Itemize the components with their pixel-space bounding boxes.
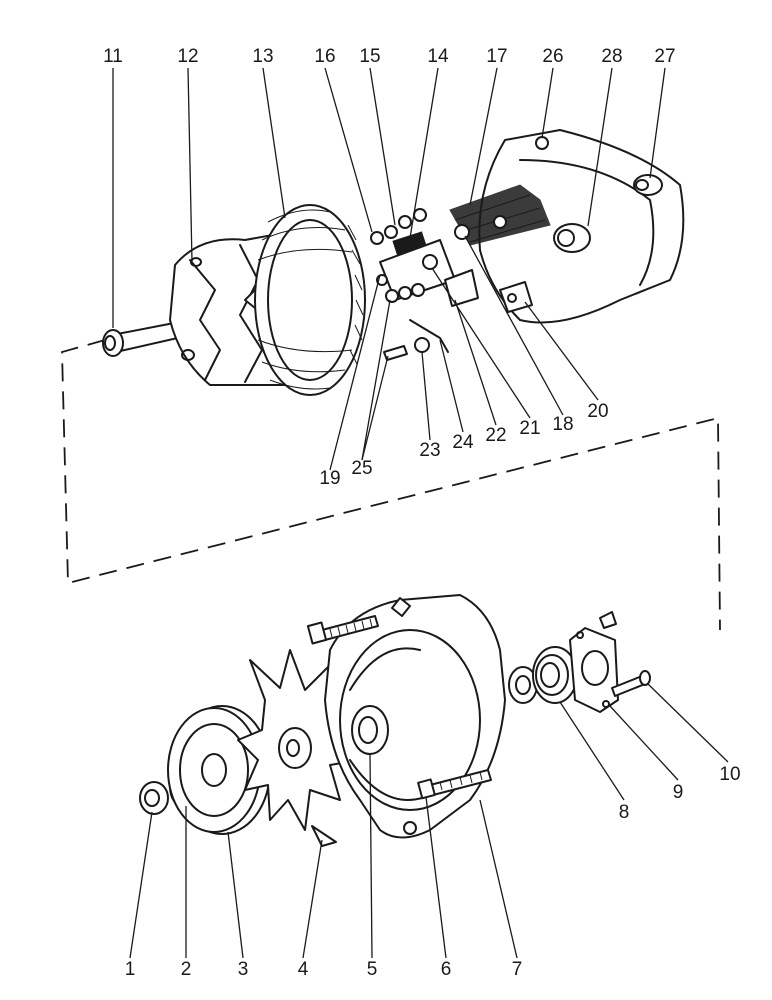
part-label-14: 14 [427,46,449,67]
part-label-18: 18 [552,414,573,435]
part-label-22: 22 [485,425,506,446]
rear-housing [449,129,685,324]
part-10-screw [611,670,651,697]
assembly-dashed-line [61,339,721,631]
part-label-24: 24 [452,432,474,453]
part-label-8: 8 [619,802,630,823]
part-label-3: 3 [238,959,249,980]
part-9-retainer-plate [569,611,619,713]
part-label-7: 7 [512,959,523,980]
part-number-labels: 11 12 13 16 15 14 17 26 28 27 19 25 23 2… [103,46,740,980]
part-8-bearing [508,646,578,704]
leader-lines [112,67,729,959]
part-label-15: 15 [359,46,380,67]
part-label-11: 11 [103,46,123,67]
part-label-21: 21 [519,418,540,439]
part-label-19: 19 [319,468,340,489]
stator [254,204,366,396]
part-label-16: 16 [314,46,335,67]
part-label-23: 23 [419,440,440,461]
part-1-nut [139,781,169,815]
part-label-10: 10 [719,764,740,785]
part-label-17: 17 [486,46,507,67]
part-label-20: 20 [587,401,608,422]
part-label-2: 2 [181,959,192,980]
part-label-6: 6 [441,959,452,980]
part-label-5: 5 [367,959,378,980]
part-label-4: 4 [298,959,309,980]
part-label-26: 26 [542,46,563,67]
brush-holder-cluster [370,208,479,361]
housing-bolts [306,615,492,800]
part-label-27: 27 [654,46,675,67]
part-label-1: 1 [125,959,136,980]
part-label-25: 25 [351,458,372,479]
part-label-13: 13 [252,46,273,67]
part-label-12: 12 [177,46,198,67]
part-label-28: 28 [601,46,622,67]
part-label-9: 9 [673,782,684,803]
